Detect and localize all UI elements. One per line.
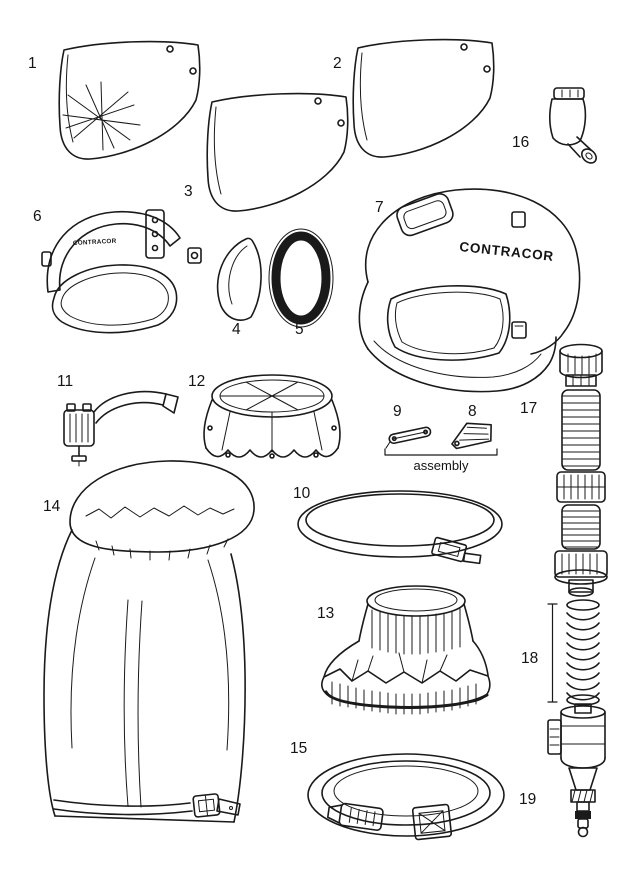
part-label-6: 6 — [33, 208, 42, 225]
part-11-head-strap-drawing — [63, 390, 179, 467]
part-label-5: 5 — [295, 321, 304, 338]
part-3-inner-lens-drawing — [206, 92, 349, 212]
part-label-9: 9 — [393, 403, 402, 420]
part-16-valve-drawing — [549, 87, 597, 164]
part-1-cover-lens-drawing — [58, 40, 201, 160]
part-label-15: 15 — [290, 740, 307, 757]
part-10-clamp-band-drawing — [297, 490, 503, 565]
part-label-16: 16 — [512, 134, 529, 151]
part-label-10: 10 — [293, 485, 311, 502]
part-label-8: 8 — [468, 403, 477, 420]
part-label-12: 12 — [188, 373, 205, 390]
part-label-4: 4 — [232, 321, 241, 338]
assembly-label: assembly — [414, 458, 469, 473]
part-7-helmet-shell-drawing: CONTRACOR — [358, 188, 581, 393]
part-label-2: 2 — [333, 55, 342, 72]
part-label-1: 1 — [28, 55, 37, 72]
part-9-clip-drawing — [385, 426, 432, 449]
part-label-7: 7 — [375, 199, 384, 216]
assembly-bracket: assembly — [384, 448, 498, 473]
part-label-13: 13 — [317, 605, 334, 622]
part-4-curved-lens-drawing — [216, 237, 262, 321]
part-14-cape-drawing — [43, 460, 255, 823]
part-2-cover-lens-drawing — [352, 38, 495, 158]
part-8-clip-drawing — [451, 422, 492, 450]
brand-text-helmet: CONTRACOR — [459, 239, 555, 264]
part-label-18: 18 — [521, 650, 538, 667]
part-label-11: 11 — [57, 373, 73, 390]
part-12-head-cradle-drawing — [203, 374, 341, 459]
part-15-belt-drawing — [307, 753, 505, 841]
part-13-neck-seal-drawing — [321, 585, 491, 715]
part-6-visor-frame-drawing: CONTRACOR — [41, 209, 202, 334]
brand-text-frame: CONTRACOR — [73, 238, 117, 247]
part-label-19: 19 — [519, 791, 536, 808]
part-18-spring-drawing — [547, 599, 600, 706]
part-label-3: 3 — [184, 183, 193, 200]
part-17-air-hose-drawing — [554, 343, 608, 597]
part-19-regulator-drawing — [547, 703, 606, 838]
part-5-gasket-drawing — [268, 228, 334, 328]
part-label-14: 14 — [43, 498, 61, 515]
part-label-17: 17 — [520, 400, 537, 417]
